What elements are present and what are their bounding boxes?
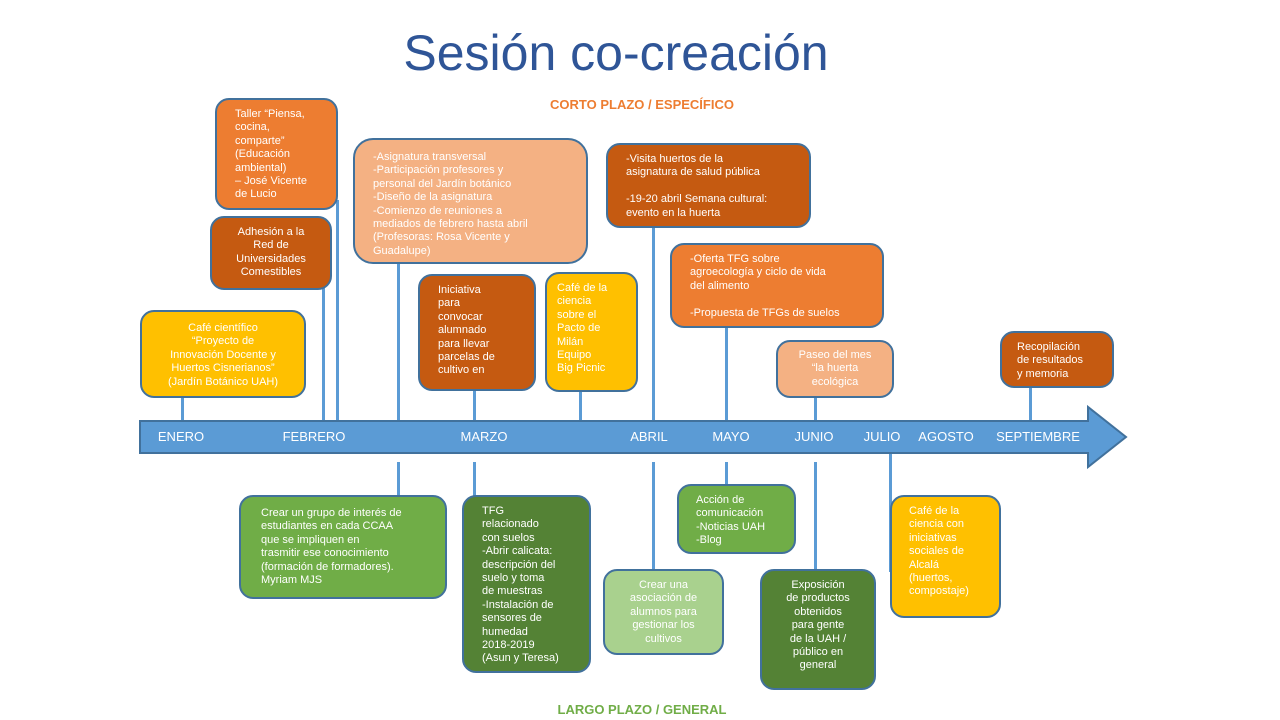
event-box-accion-comunicacion: Acción de comunicación -Noticias UAH -Bl…	[677, 484, 796, 554]
connector	[397, 462, 400, 497]
event-box-asignatura: -Asignatura transversal -Participación p…	[353, 138, 588, 264]
connector	[652, 226, 655, 422]
event-box-paseo: Paseo del mes “la huerta ecológica	[776, 340, 894, 398]
connector	[1029, 386, 1032, 422]
connector	[725, 326, 728, 422]
connector	[652, 462, 655, 571]
event-box-asociacion: Crear una asociación de alumnos para ges…	[603, 569, 724, 655]
connector	[397, 262, 400, 422]
long-term-label: LARGO PLAZO / GENERAL	[557, 702, 727, 717]
connector	[473, 462, 476, 497]
connector	[473, 389, 476, 422]
event-box-oferta-tfg: -Oferta TFG sobre agroecología y ciclo d…	[670, 243, 884, 328]
month-label: AGOSTO	[918, 429, 974, 444]
event-box-exposicion: Exposición de productos obtenidos para g…	[760, 569, 876, 690]
month-label: MAYO	[712, 429, 750, 444]
month-label: ENERO	[157, 429, 205, 444]
connector	[814, 396, 817, 422]
month-label: JULIO	[863, 429, 901, 444]
event-box-cafe-alcala: Café de la ciencia con iniciativas socia…	[890, 495, 1001, 618]
connector	[322, 288, 325, 422]
event-box-iniciativa: Iniciativa para convocar alumnado para l…	[418, 274, 536, 391]
connector	[336, 200, 339, 422]
short-term-label: CORTO PLAZO / ESPECÍFICO	[550, 97, 734, 112]
month-label: JUNIO	[794, 429, 834, 444]
month-label: FEBRERO	[282, 429, 346, 444]
event-box-recopilacion: Recopilación de resultados y memoria	[1000, 331, 1114, 388]
connector	[181, 396, 184, 422]
event-box-adhesion: Adhesión a la Red de Universidades Comes…	[210, 216, 332, 290]
connector	[579, 390, 582, 422]
event-box-cafe-pacto: Café de la ciencia sobre el Pacto de Mil…	[545, 272, 638, 392]
event-box-cafe-cientifico: Café científico “Proyecto de Innovación …	[140, 310, 306, 398]
month-label: SEPTIEMBRE	[996, 429, 1080, 444]
month-label: ABRIL	[630, 429, 668, 444]
event-box-crear-grupo: Crear un grupo de interés de estudiantes…	[239, 495, 447, 599]
event-box-tfg-suelos: TFG relacionado con suelos -Abrir calica…	[462, 495, 591, 673]
event-box-visita: -Visita huertos de la asignatura de salu…	[606, 143, 811, 228]
connector	[814, 462, 817, 571]
slide-title: Sesión co-creación	[403, 25, 829, 81]
month-label: MARZO	[460, 429, 508, 444]
event-box-taller: Taller “Piensa, cocina, comparte” (Educa…	[215, 98, 338, 210]
connector	[725, 462, 728, 486]
